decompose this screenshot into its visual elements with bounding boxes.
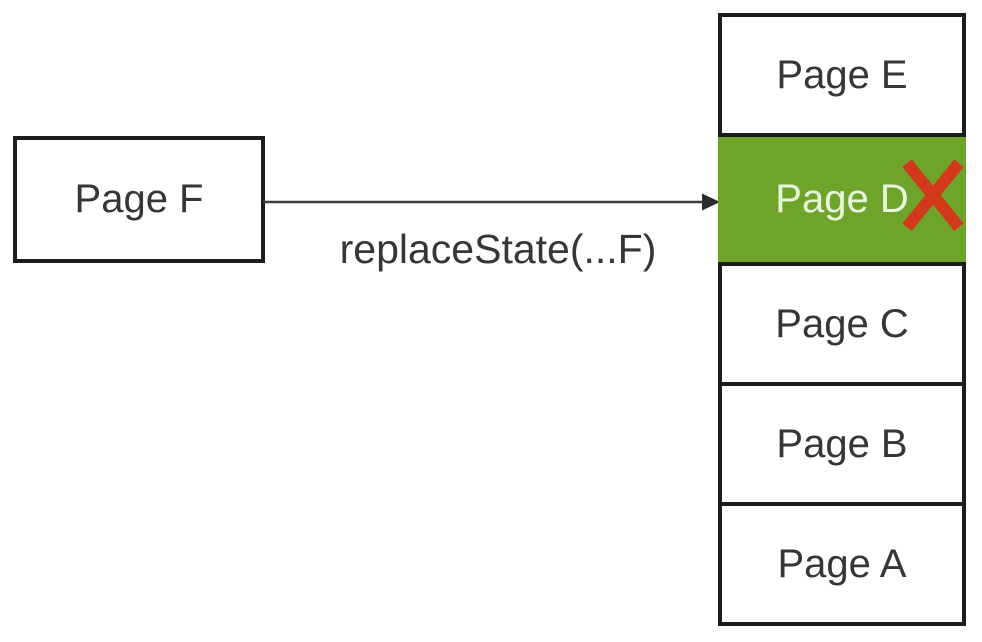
stack-entry-label: Page C [775, 301, 909, 346]
stack-entry-page-a: Page A [718, 502, 966, 626]
stack-entry-page-d-replaced: Page D [718, 137, 966, 262]
stack-entry-page-e: Page E [718, 13, 966, 137]
page-f-box: Page F [13, 136, 265, 263]
history-stack: Page E Page D Page C Page B Page A [718, 13, 966, 626]
stack-entry-label: Page B [776, 421, 908, 466]
stack-entry-label: Page D [775, 177, 909, 221]
stack-entry-page-c: Page C [718, 262, 966, 386]
arrow-label: replaceState(...F) [339, 226, 657, 272]
stack-entry-label: Page A [777, 541, 907, 586]
stack-entry-page-b: Page B [718, 382, 966, 506]
page-f-label: Page F [74, 177, 204, 221]
arrowhead-icon [702, 193, 720, 211]
x-mark-icon [902, 158, 964, 231]
stack-entry-label: Page E [776, 52, 908, 97]
replace-arrow [263, 193, 720, 211]
